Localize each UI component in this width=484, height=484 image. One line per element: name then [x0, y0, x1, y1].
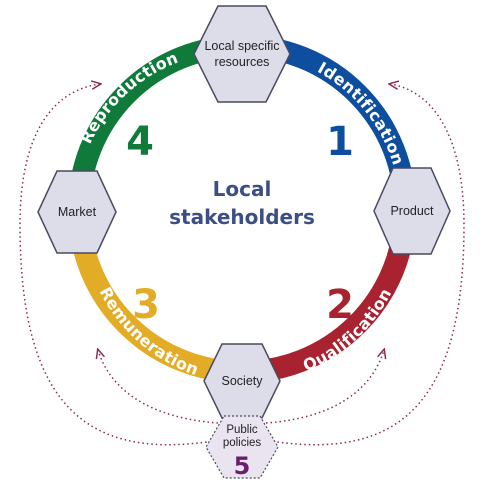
number-3: 3 — [132, 282, 160, 328]
node-market: Market — [37, 170, 117, 254]
node-society: Society — [203, 343, 281, 419]
center-title-line2: stakeholders — [169, 205, 315, 229]
policy-line2: policies — [223, 437, 262, 449]
arrow-right-outer — [263, 84, 465, 446]
node-top-line1: Local specific — [204, 39, 279, 53]
number-4: 4 — [126, 119, 154, 165]
center-title-line1: Local — [213, 177, 272, 201]
arrow-left-inner — [98, 350, 219, 424]
node-bottom-label: Society — [222, 374, 264, 388]
node-product: Product — [373, 167, 451, 255]
node-top-line2: resources — [215, 55, 270, 69]
policy-number: 5 — [234, 452, 251, 480]
arrow-left-outer — [19, 84, 221, 446]
node-left-label: Market — [58, 205, 97, 219]
node-public-policies: Public policies 5 — [205, 415, 279, 480]
number-2: 2 — [326, 282, 354, 328]
node-local-specific-resources: Local specific resources — [193, 5, 291, 103]
node-right-label: Product — [390, 204, 434, 218]
feedback-arrows — [19, 84, 465, 446]
policy-line1: Public — [226, 424, 258, 436]
number-1: 1 — [326, 119, 354, 165]
